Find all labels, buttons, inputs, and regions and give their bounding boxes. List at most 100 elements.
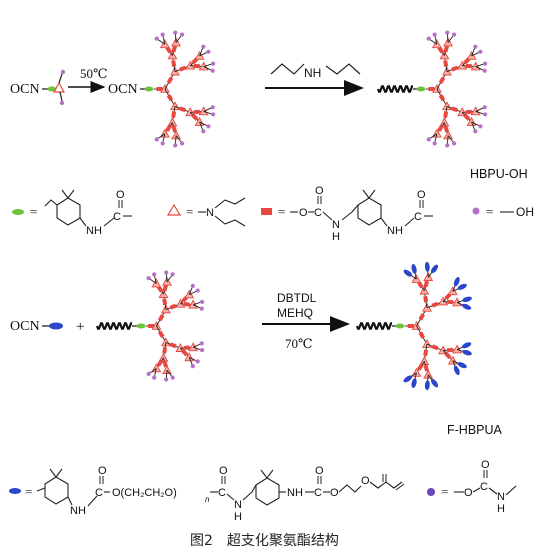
hydroxyl-end (473, 44, 478, 49)
branch-node (419, 356, 430, 366)
hydroxyl-end (199, 306, 204, 311)
svg-text:=: = (278, 204, 285, 219)
urethane-link (443, 45, 450, 53)
ocn-label-3: OCN (10, 319, 40, 334)
acrylate-end (424, 380, 430, 391)
acrylate-end (453, 276, 460, 287)
urethane-link (183, 302, 190, 307)
urethane-link (171, 125, 178, 133)
urethane-link (417, 363, 424, 371)
svg-text:O: O (464, 487, 473, 499)
urethane-link (162, 346, 168, 354)
urethane-link (438, 76, 446, 84)
urethane-link (443, 125, 450, 133)
dendron-1 (154, 30, 216, 148)
urethane-link (169, 342, 177, 349)
hydroxyl-end (482, 68, 487, 73)
urethane-link (169, 303, 177, 310)
svg-text:=: = (486, 204, 493, 219)
acrylate-blue-marker (49, 322, 63, 330)
legend-blue-marker (9, 488, 21, 494)
hydroxyl-end (201, 129, 206, 134)
legend1: = NH C O = N = O C O N H (12, 185, 534, 243)
row1-amine-arrow: NH (265, 63, 364, 96)
legend-purple-dot (472, 207, 480, 215)
row2-product: F-HBPUA (355, 261, 503, 437)
svg-text:H: H (332, 231, 340, 243)
svg-text:O: O (116, 189, 125, 201)
urethane-link (423, 280, 430, 288)
hydroxyl-end (211, 112, 216, 117)
dendron-3 (146, 270, 205, 382)
hydroxyl-end (190, 283, 195, 288)
urethane-link (437, 124, 444, 132)
hydroxyl-end (154, 36, 159, 41)
isophorone-ring-4 (251, 469, 286, 506)
hydroxyl-end (473, 129, 478, 134)
hydroxyl-end (483, 61, 488, 66)
svg-text:O: O (361, 475, 370, 487)
legend-red-square (261, 208, 272, 215)
urethane-link (162, 298, 168, 306)
hydroxyl-end (452, 32, 457, 37)
urethane-link (428, 87, 435, 91)
urethane-link (193, 63, 201, 69)
legend-green-marker (12, 209, 24, 215)
plus-sign: + (76, 319, 84, 335)
urethane-link (156, 87, 163, 91)
urethane-link (423, 296, 429, 303)
row1-product: HBPU-OH (376, 30, 528, 181)
svg-text:C: C (95, 487, 103, 499)
urethane-link (171, 45, 178, 53)
hydroxyl-end (206, 49, 211, 54)
urethane-link (179, 106, 187, 113)
branch-node (439, 117, 450, 127)
mehq-label: MEHQ (277, 306, 313, 320)
svg-text:O: O (417, 189, 426, 201)
nh-amine: NH (304, 66, 321, 80)
branch-node (422, 339, 432, 349)
hydroxyl-end (426, 36, 431, 41)
isophorone-ring-1 (44, 189, 87, 227)
acrylate-end (462, 349, 472, 356)
hydroxyl-end (180, 141, 185, 146)
amine-triangle-node (52, 81, 66, 93)
urethane-link (451, 65, 459, 72)
temperature-50: 50℃ (80, 66, 108, 81)
hydroxyl-end (170, 272, 175, 277)
svg-text:=: = (186, 204, 193, 219)
urethane-link (443, 111, 449, 118)
urethane-link (162, 284, 168, 292)
svg-text:N: N (234, 499, 242, 511)
hydroxyl-end (200, 348, 205, 353)
hydroxyl-end (483, 112, 488, 117)
urethane-link (165, 124, 172, 132)
svg-text:O: O (219, 465, 228, 477)
core-green-marker (47, 86, 57, 92)
hydroxyl-end (201, 44, 206, 49)
svg-text:C: C (314, 207, 322, 219)
dendron-2 (426, 30, 488, 148)
row1-intermediate: OCN (108, 30, 216, 148)
hydroxyl-end (211, 61, 216, 66)
hydroxyl-end (152, 272, 157, 277)
urethane-link (166, 76, 174, 84)
urethane-link (181, 349, 189, 357)
branch-node (160, 337, 171, 347)
peg-chain: O(CH₂CH₂O) (112, 487, 177, 499)
hydroxyl-end (478, 124, 483, 129)
hydroxyl-end (206, 124, 211, 129)
svg-text:N: N (332, 219, 340, 231)
urethane-link (156, 359, 164, 367)
legend-triangle (166, 203, 182, 216)
hydroxyl-end (195, 359, 200, 364)
svg-text:NH: NH (70, 505, 86, 517)
hydroxyl-end (452, 141, 457, 146)
urethane-link (418, 331, 426, 339)
hydroxyl-end (210, 68, 215, 73)
urethane-link (407, 324, 414, 328)
urethane-link (157, 314, 165, 322)
svg-text:O: O (315, 465, 324, 477)
acrylate-end (461, 303, 472, 310)
